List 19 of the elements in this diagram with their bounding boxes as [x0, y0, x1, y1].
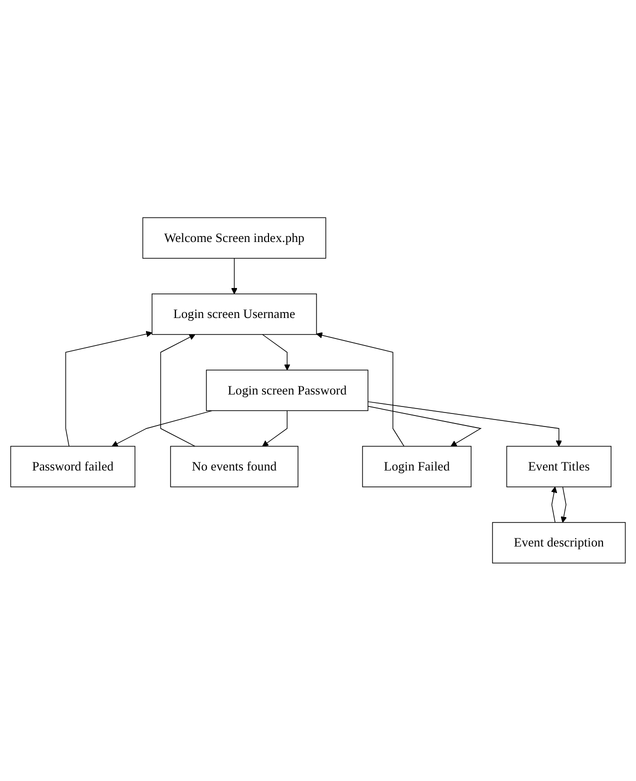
node-box: Event Titles: [506, 446, 612, 488]
node-box: Login Failed: [362, 446, 472, 488]
arrow: [368, 406, 482, 447]
arrow: [316, 332, 404, 447]
arrow: [160, 334, 196, 447]
arrow: [231, 258, 238, 294]
node-box: Event description: [492, 522, 626, 564]
arrow: [550, 486, 558, 523]
arrow: [560, 486, 567, 523]
node-box: Login screen Username: [152, 294, 317, 335]
arrow: [112, 410, 213, 447]
node-box: Password failed: [10, 446, 136, 488]
arrow: [262, 334, 290, 370]
arrow: [65, 331, 152, 447]
node-box: No events found: [170, 446, 298, 488]
node-box: Welcome Screen index.php: [142, 217, 326, 259]
arrow: [368, 401, 562, 447]
node-box: Login screen Password: [206, 370, 368, 412]
arrow: [262, 410, 288, 447]
